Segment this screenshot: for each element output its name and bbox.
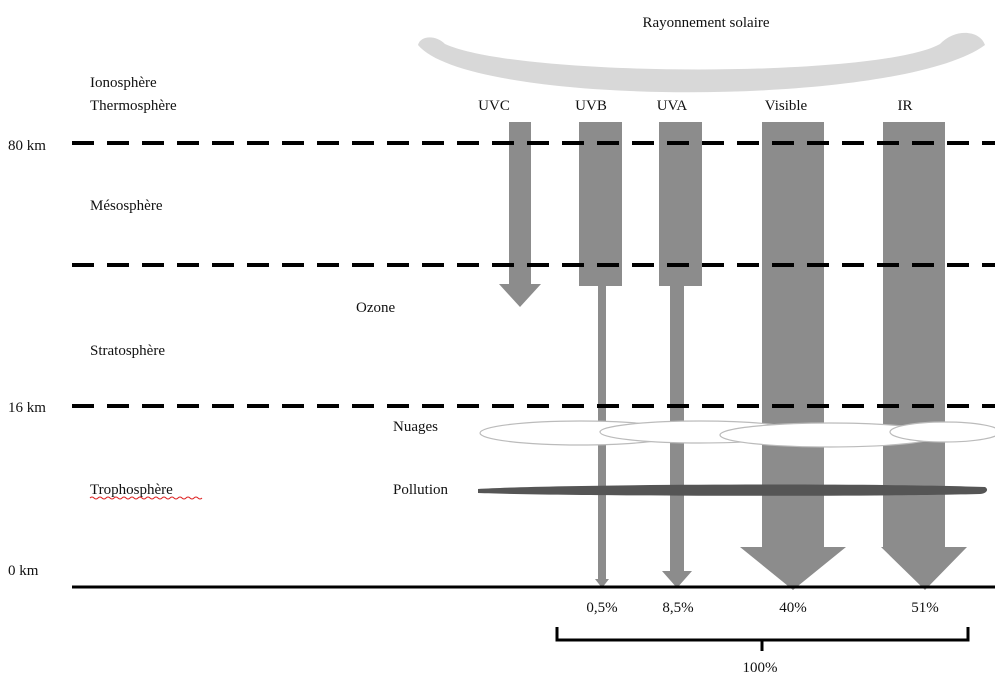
ground-share-uvb: 0,5%	[586, 600, 617, 616]
layer-mesosphere: Mésosphère	[90, 198, 163, 214]
absorber-ozone: Ozone	[356, 300, 395, 316]
absorber-pollution: Pollution	[393, 482, 449, 498]
band-label-visible: Visible	[765, 98, 808, 114]
altitude-label-0km: 0 km	[8, 563, 39, 579]
clouds-band	[479, 420, 995, 448]
spellcheck-underline	[89, 496, 203, 500]
band-label-uva: UVA	[657, 98, 688, 114]
layer-thermosphere: Thermosphère	[90, 98, 177, 114]
arrow-visible	[740, 122, 846, 590]
altitude-label-80km: 80 km	[8, 138, 46, 154]
arrow-ir	[881, 122, 967, 590]
layer-stratosphere: Stratosphère	[90, 343, 165, 359]
band-label-ir: IR	[898, 98, 913, 114]
ground-share-uva: 8,5%	[662, 600, 693, 616]
altitude-label-16km: 16 km	[8, 400, 46, 416]
total-label: 100%	[743, 660, 778, 676]
arrow-uvb	[579, 122, 622, 588]
arrow-uva	[659, 122, 702, 588]
total-bracket	[555, 627, 970, 651]
source-label: Rayonnement solaire	[642, 15, 769, 31]
pollution-band	[478, 484, 988, 496]
band-label-uvb: UVB	[575, 98, 607, 114]
radiation-arrows	[499, 122, 967, 590]
absorber-clouds: Nuages	[393, 419, 438, 435]
ground-share-visible: 40%	[779, 600, 807, 616]
ground-share-ir: 51%	[911, 600, 939, 616]
sun-radiation-arc	[418, 32, 985, 93]
layer-troposphere: Trophosphère	[90, 482, 173, 498]
arrow-uvc	[499, 122, 541, 307]
band-label-uvc: UVC	[478, 98, 510, 114]
layer-ionosphere: Ionosphère	[90, 75, 157, 91]
